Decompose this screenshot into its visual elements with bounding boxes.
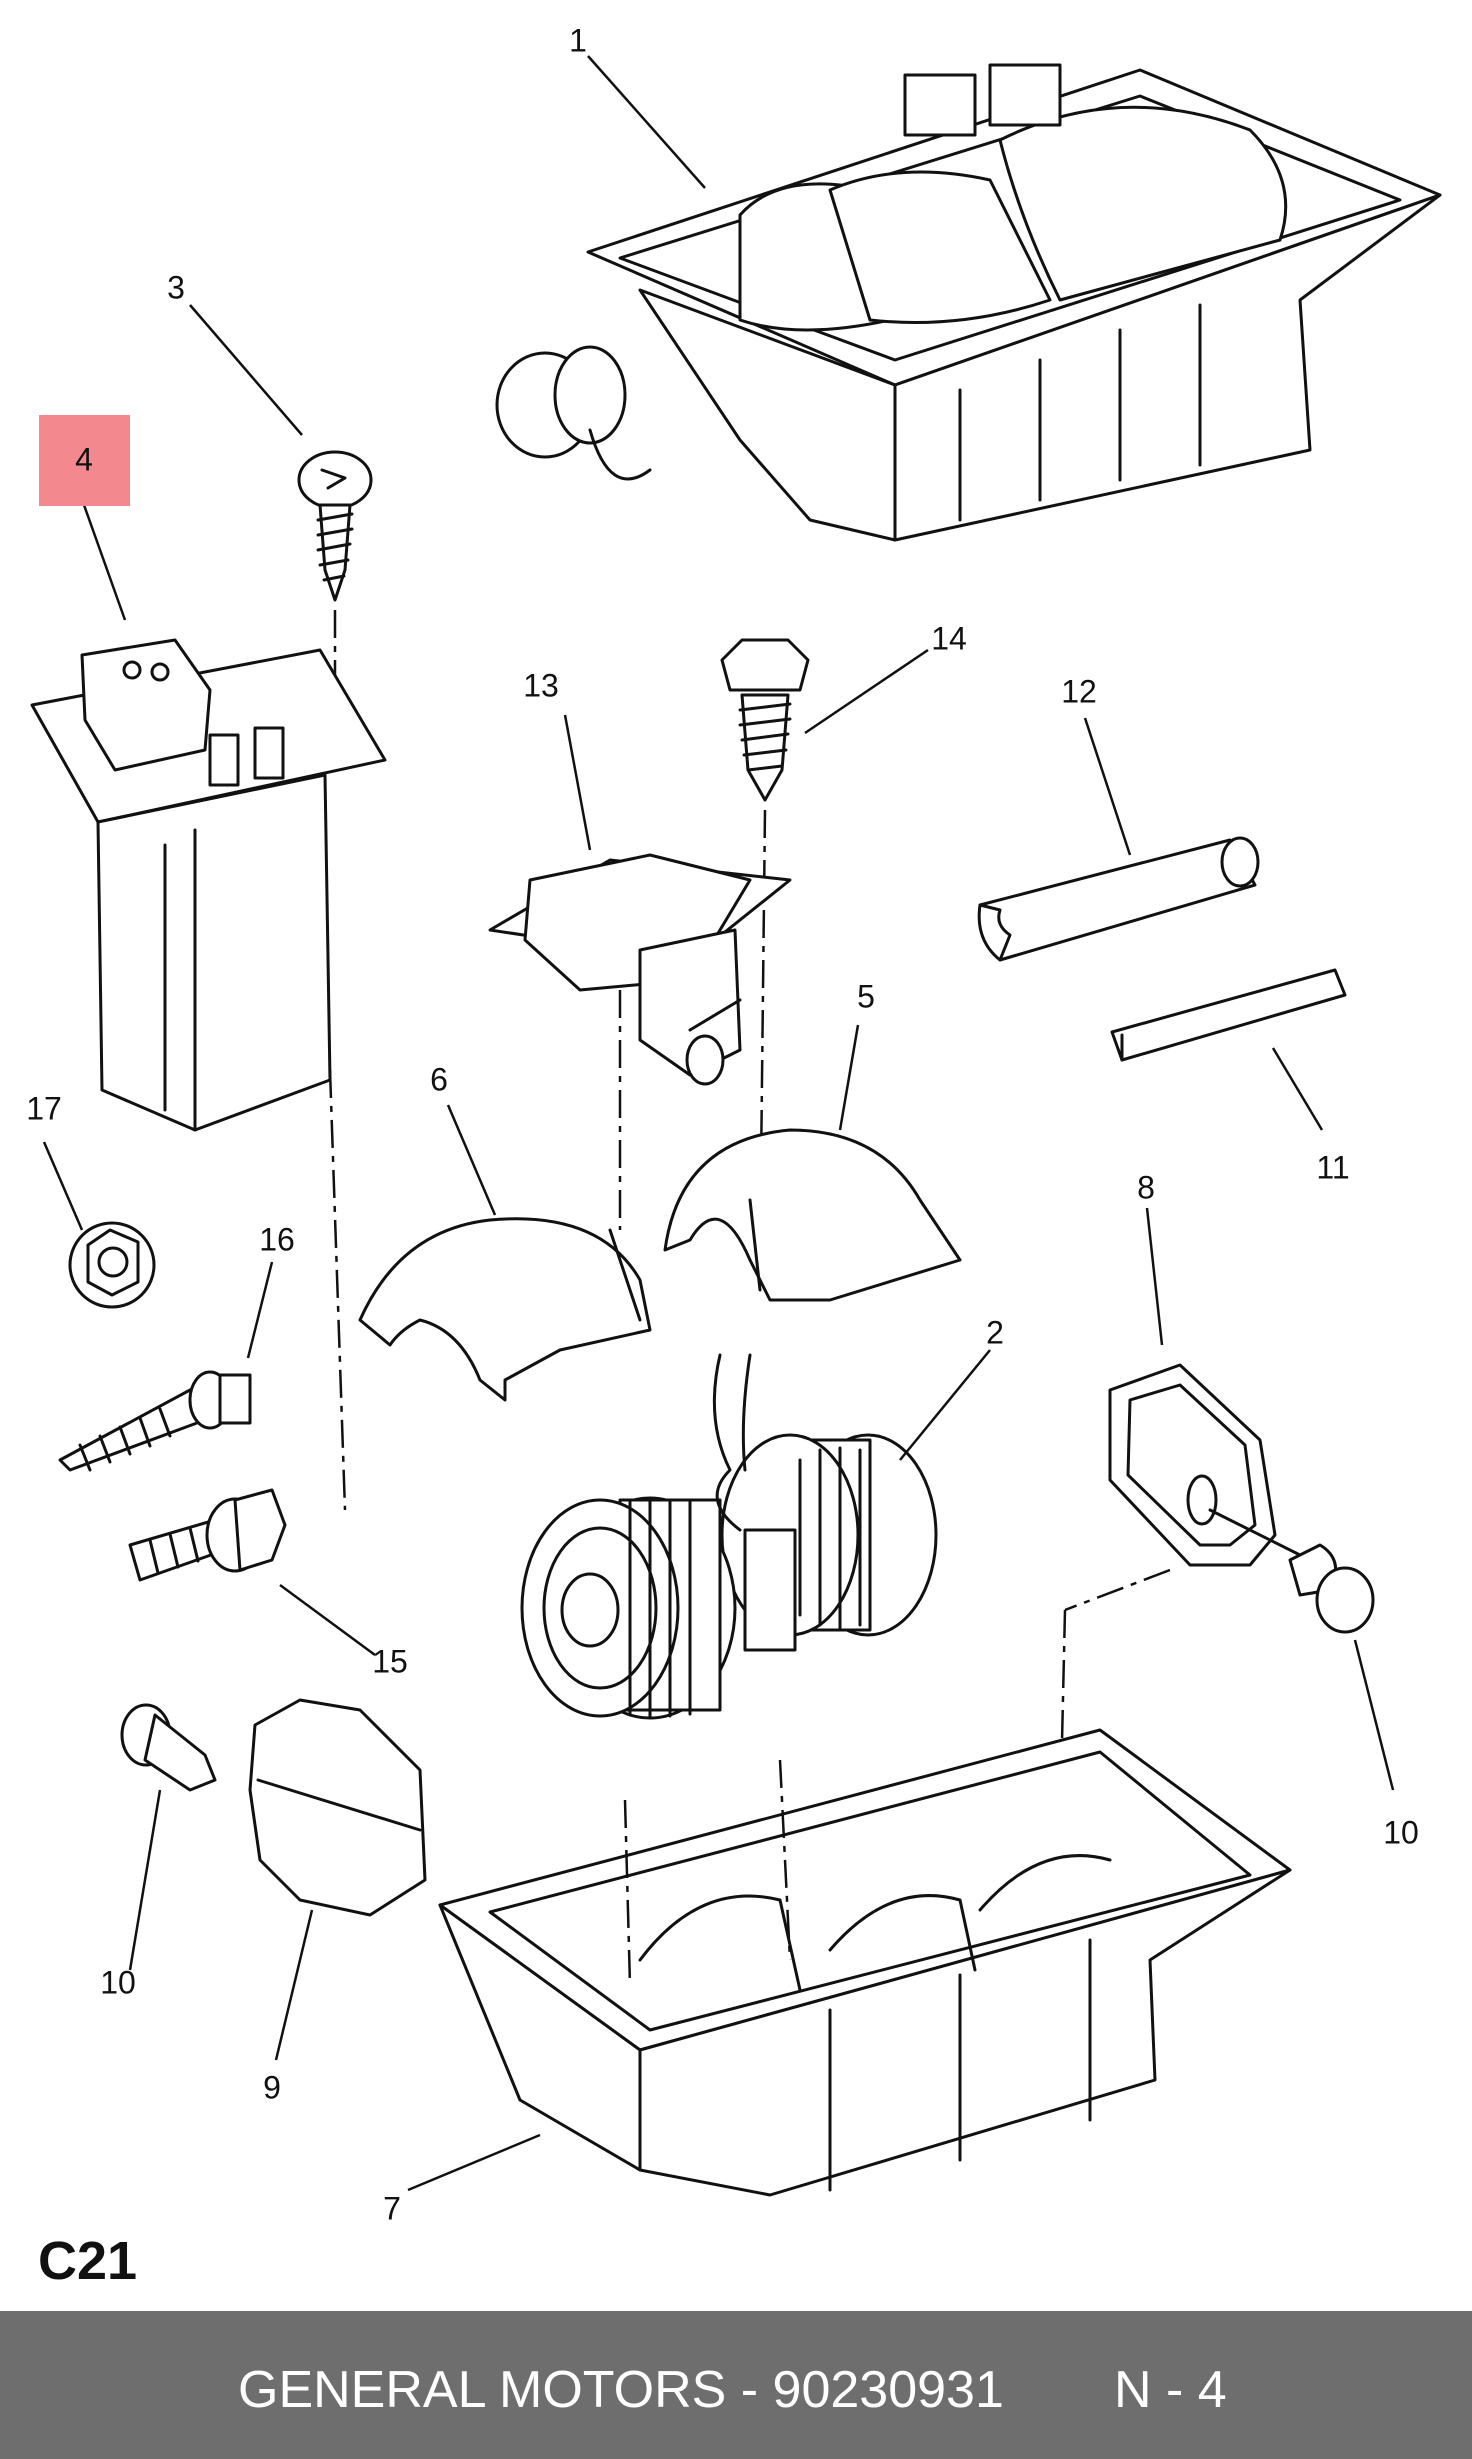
callout-7: 7 — [383, 2190, 401, 2227]
footer-bar — [0, 2311, 1472, 2459]
callout-11: 11 — [1316, 1149, 1350, 1186]
part-10-plug-left — [120, 1703, 217, 1792]
part-15-bolt — [128, 1488, 287, 1582]
footer-part-number: GENERAL MOTORS - 90230931 — [238, 2361, 1004, 2419]
part-9-gasket — [248, 1698, 427, 1917]
callout-9: 9 — [263, 2069, 281, 2106]
leader-lines — [42, 55, 1395, 2192]
callout-12: 12 — [1061, 673, 1097, 710]
part-17-nut — [68, 1221, 156, 1309]
callout-10-right: 10 — [1383, 1814, 1419, 1851]
part-12-seal-strip — [977, 836, 1260, 962]
callout-2: 2 — [986, 1314, 1004, 1351]
part-4-blower-resistor — [30, 638, 387, 1511]
part-7-lower-housing — [438, 1728, 1292, 2197]
part-8-gasket — [1058, 1363, 1302, 1831]
callout-16: 16 — [259, 1221, 295, 1258]
page-code: C21 — [38, 2231, 138, 2291]
footer-index: N - 4 — [1114, 2361, 1227, 2419]
part-5-blower-cover — [663, 1128, 962, 1302]
callout-8: 8 — [1137, 1169, 1155, 1206]
callout-6: 6 — [430, 1061, 448, 1098]
callout-1: 1 — [569, 22, 587, 59]
part-11-bar — [1110, 968, 1347, 1062]
part-10-plug-right — [1288, 1543, 1375, 1634]
part-16-screw — [58, 1370, 252, 1472]
highlight-marker — [39, 415, 130, 506]
callout-10-left: 10 — [100, 1964, 136, 2001]
part-2-blower-motor — [520, 1353, 938, 1720]
exploded-parts-diagram — [30, 55, 1442, 2197]
callout-17: 17 — [26, 1090, 62, 1127]
callout-15: 15 — [372, 1643, 408, 1680]
callout-14: 14 — [931, 620, 967, 657]
callout-4: 4 — [75, 441, 93, 478]
part-6-blower-cover — [358, 1217, 652, 1402]
callout-5: 5 — [857, 978, 875, 1015]
callout-13: 13 — [523, 667, 559, 704]
part-1-upper-housing — [495, 63, 1442, 542]
part-13-bracket — [488, 853, 792, 1230]
callout-3: 3 — [167, 269, 185, 306]
